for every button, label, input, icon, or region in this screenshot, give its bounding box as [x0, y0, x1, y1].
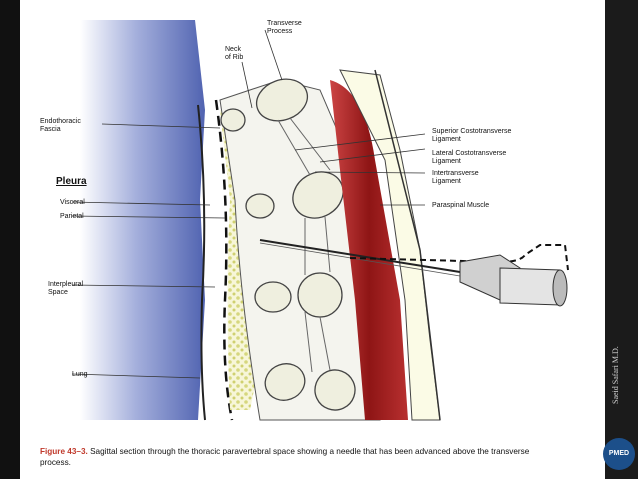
label-pleura: Pleura — [56, 176, 87, 187]
leader-lines — [71, 29, 426, 379]
label-paraspinal-muscle: Paraspinal Muscle — [432, 202, 490, 209]
figure-caption: Figure 43–3. Sagittal section through th… — [40, 446, 560, 468]
label-transverse-process: Transverse Process — [267, 20, 302, 35]
pmed-logo: PMED — [603, 438, 635, 470]
author-credit: Saeid Safari M.D. — [611, 346, 620, 404]
caption-figure-number: Figure 43–3. — [40, 447, 88, 456]
label-lateral-costotransverse: Lateral Costotransverse Ligament — [432, 150, 507, 165]
caption-text: Sagittal section through the thoracic pa… — [40, 447, 530, 467]
label-visceral: Visceral — [60, 199, 85, 206]
bones — [220, 78, 356, 411]
needle-hub — [459, 254, 568, 307]
label-neck-of-rib: Neck of Rib — [225, 46, 244, 61]
paravertebral-diagram — [71, 20, 569, 421]
outer-border — [374, 69, 441, 421]
label-superior-costotransverse: Superior Costotransverse Ligament — [432, 128, 512, 143]
label-parietal: Parietal — [60, 213, 84, 220]
lung-region — [80, 20, 205, 420]
needle-shaft — [259, 239, 461, 273]
visceral-pleura-line — [197, 104, 206, 421]
label-intertransverse: Intertransverse Ligament — [432, 170, 479, 185]
paraspinal-muscle — [330, 80, 408, 420]
label-endothoracic-fascia: Endothoracic Fascia — [40, 118, 81, 133]
parietal-pleura-line — [214, 99, 234, 421]
side-strip — [605, 0, 638, 479]
label-lung: Lung — [72, 371, 88, 378]
label-interpleural-space: Interpleural Space — [48, 281, 84, 296]
